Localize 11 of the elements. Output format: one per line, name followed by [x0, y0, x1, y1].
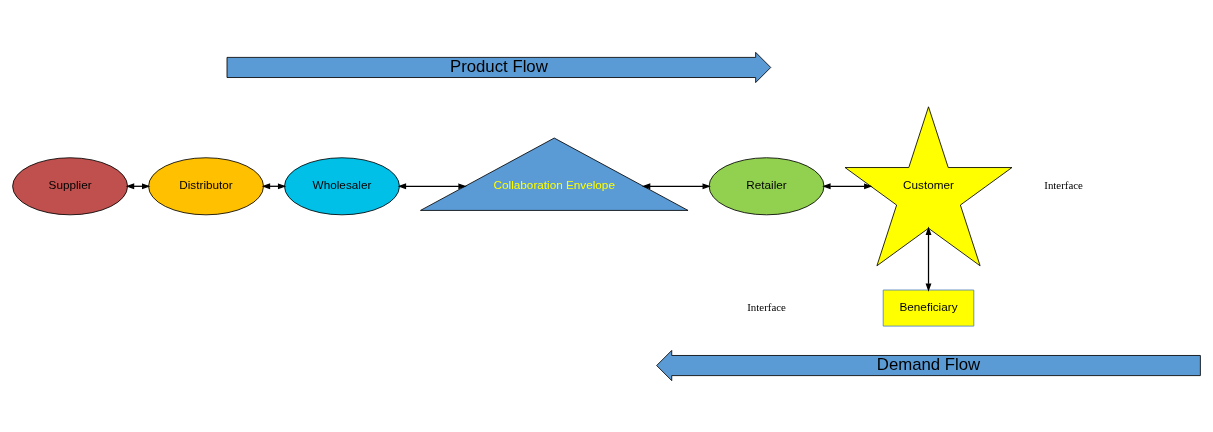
node-ellipse: Wholesaler: [284, 156, 400, 215]
arrow: [925, 226, 932, 292]
label: Interface: [1044, 178, 1083, 191]
node-ellipse: Distributor: [148, 156, 264, 215]
node-ellipse: Retailer: [708, 156, 825, 215]
arrow: [641, 182, 711, 189]
arrow: [822, 182, 873, 189]
node-ellipse: Supplier: [12, 156, 128, 215]
node-box: Beneficiary: [882, 289, 975, 327]
arrow: [397, 182, 467, 189]
label: Interface: [747, 300, 786, 313]
